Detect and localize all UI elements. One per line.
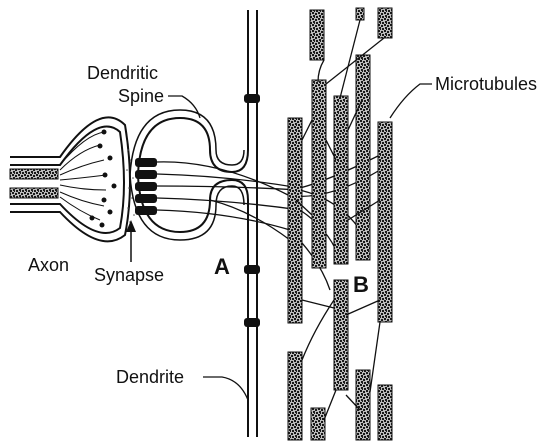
microtubules-leader	[389, 83, 432, 119]
dendritic-spine-leader	[168, 95, 201, 119]
dendrite-label: Dendrite	[116, 367, 185, 387]
marker-b-label: B	[353, 272, 369, 297]
dendritic-spine-label-line1: Dendritic	[87, 63, 159, 83]
synapse-arrow	[126, 220, 136, 262]
microtubules-label: Microtubules	[435, 74, 538, 94]
dendritic-spine-label-line2: Spine	[118, 86, 165, 106]
axon-label: Axon	[28, 255, 70, 275]
axon-terminal	[9, 116, 131, 243]
receptors	[135, 158, 157, 215]
synaptic-cleft	[126, 149, 135, 223]
dendrite-leader	[203, 376, 249, 401]
microtubules	[287, 7, 393, 441]
marker-a-label: A	[214, 254, 230, 279]
synapse-label: Synapse	[94, 265, 165, 285]
dendrite-markers	[244, 94, 260, 327]
synaptic-vesicles	[89, 129, 117, 228]
microtubule-linkers	[295, 19, 385, 421]
